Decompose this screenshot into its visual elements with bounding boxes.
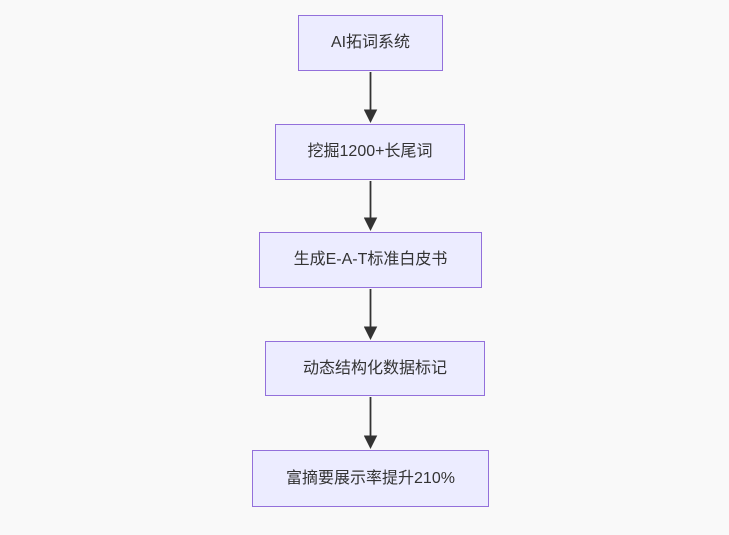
flowchart-node-rich-snippet-result: 富摘要展示率提升210%: [252, 450, 489, 507]
node-label: 挖掘1200+长尾词: [307, 143, 433, 160]
node-label: 生成E-A-T标准白皮书: [293, 251, 448, 268]
flowchart-node-structured-data: 动态结构化数据标记: [265, 341, 485, 396]
flowchart-node-ai-word-system: AI拓词系统: [298, 15, 443, 71]
node-label: 富摘要展示率提升210%: [286, 469, 455, 487]
flowchart-node-longtail-mining: 挖掘1200+长尾词: [275, 124, 465, 180]
flowchart-node-eat-whitepaper: 生成E-A-T标准白皮书: [259, 232, 482, 288]
node-label: AI拓词系统: [330, 34, 411, 51]
node-label: 动态结构化数据标记: [302, 359, 447, 377]
